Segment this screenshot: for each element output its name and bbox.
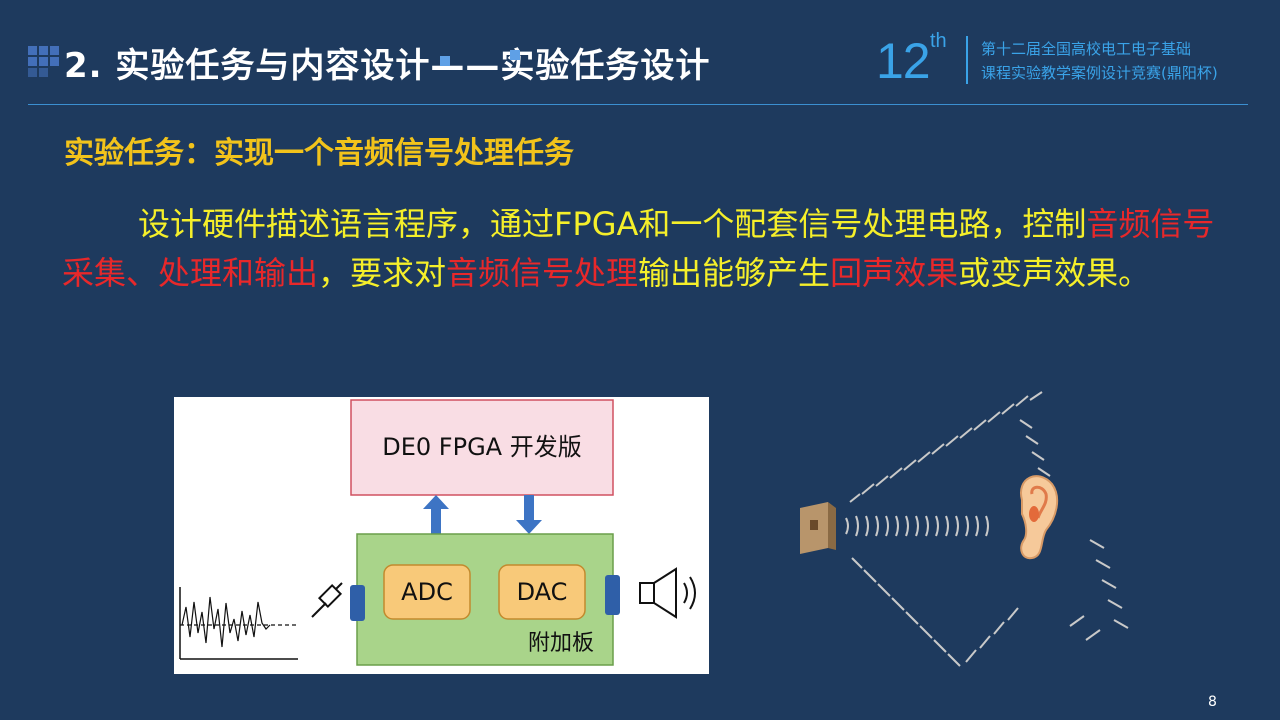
competition-name-line1: 第十二届全国高校电工电子基础 (981, 40, 1192, 58)
competition-name-line2: 课程实验教学案例设计竞赛(鼎阳杯) (981, 64, 1218, 82)
competition-logo-suffix: th (930, 30, 947, 52)
adc-label: ADC (401, 578, 453, 606)
arrow-down-icon (516, 495, 542, 534)
page-number: 8 (1208, 694, 1217, 710)
speaker-icon (639, 567, 696, 619)
header-divider (28, 104, 1248, 105)
slide-title: 2. 实验任务与内容设计——实验任务设计 (64, 46, 711, 86)
input-connector (350, 585, 365, 621)
addon-board-label: 附加板 (528, 631, 594, 656)
waveform-icon (179, 587, 298, 660)
desc-highlight-3: 回声效果 (830, 254, 959, 292)
dac-label: DAC (517, 578, 568, 606)
desc-seg-3: ，要求对 (318, 254, 447, 292)
desc-seg-1: 设计硬件描述语言程序，通过FPGA和一个配套信号处理电路，控制 (138, 205, 1087, 243)
task-subtitle: 实验任务：实现一个音频信号处理任务 (64, 136, 574, 171)
desc-highlight-2: 音频信号处理 (446, 254, 639, 292)
audio-jack-icon (311, 582, 343, 618)
sound-wave-reflected-up (849, 391, 1057, 503)
title-decoration (28, 46, 128, 77)
desc-seg-5: 输出能够产生 (638, 254, 831, 292)
echo-illustration (790, 390, 1140, 680)
title-dash-decoration (440, 50, 530, 74)
task-description: 设计硬件描述语言程序，通过FPGA和一个配套信号处理电路，控制音频信号采集、处理… (62, 200, 1222, 298)
adc-box (383, 564, 471, 620)
sound-wave-direct (845, 515, 989, 537)
sound-wave-reflected-down (851, 539, 1129, 667)
desc-seg-7: 或变声效果。 (958, 254, 1151, 292)
sound-source-box-icon (800, 502, 836, 554)
output-connector (605, 575, 620, 615)
logo-separator (966, 36, 968, 84)
desc-highlight-1: 音频信号采集、处理和输出 (62, 205, 1215, 292)
fpga-board-label: DE0 FPGA 开发版 (382, 433, 581, 461)
fpga-board-box (350, 399, 614, 496)
arrow-up-icon (423, 495, 449, 534)
competition-logo-number: 12 (876, 33, 931, 89)
ear-icon (1019, 475, 1059, 560)
dac-box (498, 564, 586, 620)
system-block-diagram: DE0 FPGA 开发版 ADC DAC 附加板 (174, 397, 709, 674)
